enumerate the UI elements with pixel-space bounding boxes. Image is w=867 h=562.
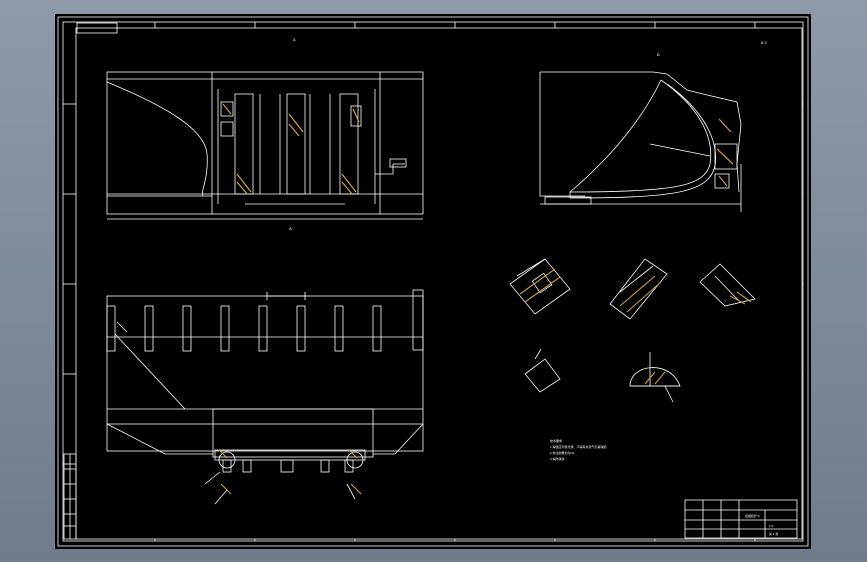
section-detail-3 (699, 263, 756, 307)
technical-notes-heading: 技术要求 (550, 438, 562, 443)
title-block-name: 挖掘机铲斗 (745, 513, 760, 518)
front-view-section-label: A (293, 37, 296, 42)
cad-drawing: 6.3 A A B 技术要求 1.焊缝应平整光滑，不得有夹渣气孔等缺陷 2.未注… (57, 16, 809, 547)
weld-hatching (644, 371, 666, 385)
drawing-number-box (76, 22, 118, 34)
top-view-teeth (106, 289, 424, 352)
section-detail-4 (524, 348, 561, 393)
technical-note-3: 3.涂防锈漆 (550, 456, 565, 461)
revision-table (63, 453, 77, 540)
section-detail-2 (609, 258, 668, 320)
front-view (106, 71, 424, 220)
title-block (684, 499, 798, 539)
top-view (106, 292, 424, 473)
front-view-hatching (222, 103, 360, 195)
side-view (539, 71, 742, 212)
technical-note-2: 2.未注倒角均为C2 (550, 450, 575, 455)
weld-detail (629, 352, 681, 403)
side-view-hatching (716, 118, 734, 187)
inner-border (62, 21, 804, 542)
section-details-hatching (519, 268, 752, 313)
frame-zone-ticks (63, 22, 803, 541)
roughness-symbol-label: 6.3 (761, 40, 767, 45)
top-view-leaders (116, 321, 356, 505)
outer-border (57, 16, 809, 547)
technical-note-1: 1.焊缝应平整光滑，不得有夹渣气孔等缺陷 (550, 444, 607, 449)
section-detail-1 (509, 258, 571, 315)
title-block-sheet: 共 1 张 (769, 531, 778, 536)
side-view-detail-label: B (657, 52, 660, 57)
drawing-frame (75, 27, 803, 540)
title-block-scale: 1:5 (769, 524, 774, 528)
top-view-hatching (218, 449, 362, 495)
front-view-caption: A (289, 226, 292, 231)
drawing-viewport[interactable]: 6.3 A A B 技术要求 1.焊缝应平整光滑，不得有夹渣气孔等缺陷 2.未注… (55, 14, 811, 549)
